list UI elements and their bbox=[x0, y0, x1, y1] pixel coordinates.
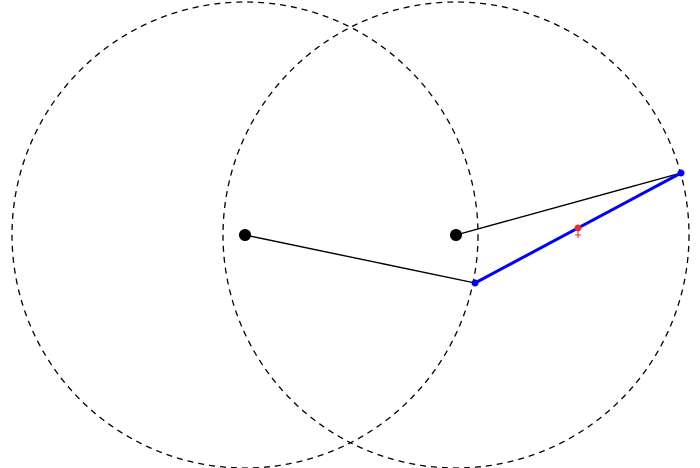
left-pivot-point[interactable] bbox=[239, 229, 251, 241]
right-reach-circle bbox=[222, 1, 690, 468]
right-link-arm bbox=[455, 172, 682, 236]
right-coupler-endpoint[interactable] bbox=[677, 169, 685, 177]
left-coupler-endpoint[interactable] bbox=[471, 279, 479, 287]
right-pivot-point[interactable] bbox=[450, 229, 462, 241]
left-link-arm bbox=[244, 234, 476, 284]
left-reach-circle bbox=[11, 1, 479, 468]
coupler-midpoint-marker bbox=[574, 224, 582, 238]
